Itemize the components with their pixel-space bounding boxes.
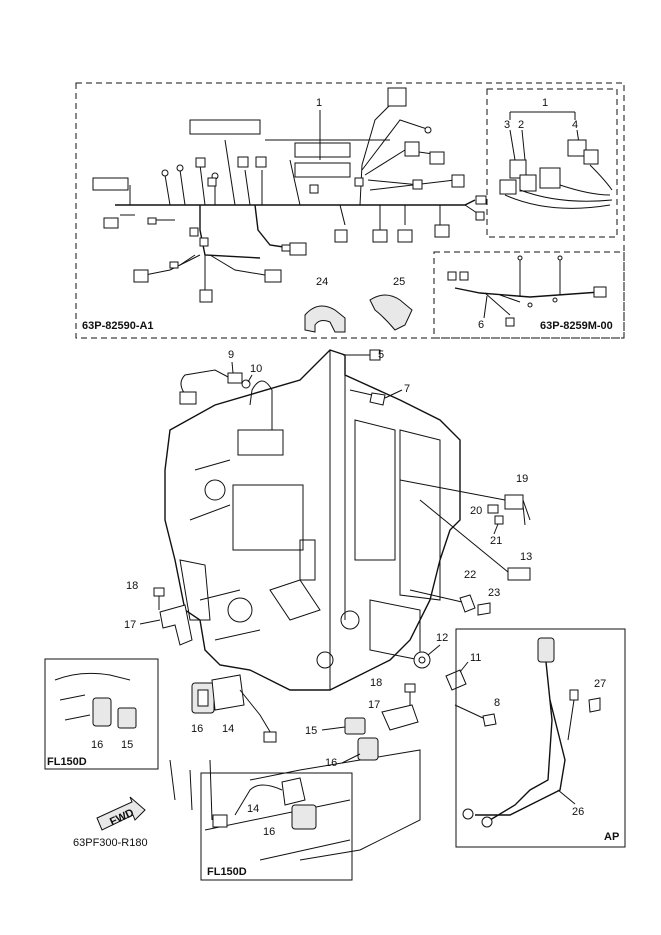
label-16c: 16	[91, 739, 103, 751]
inset-fl150d-bottom	[200, 772, 353, 881]
label-13: 13	[520, 551, 532, 563]
label-14c: 14	[247, 803, 259, 815]
grommet-16b	[357, 737, 379, 761]
coupler-14	[211, 674, 245, 711]
label-19: 19	[516, 473, 528, 485]
label-24: 24	[316, 276, 328, 288]
label-15b: 15	[121, 739, 133, 751]
clamp-24	[304, 305, 346, 333]
sub-harness-box	[433, 251, 625, 339]
inset-fl150d-bottom-tag: FL150D	[207, 866, 247, 878]
label-5: 5	[378, 349, 384, 361]
sensor-13	[507, 567, 531, 581]
svg-text:FWD: FWD	[108, 807, 136, 828]
grommet-16c	[92, 697, 112, 727]
label-8: 8	[494, 697, 500, 709]
label-3: 3	[504, 119, 510, 131]
label-23: 23	[488, 587, 500, 599]
cable-26	[489, 661, 553, 821]
label-4: 4	[572, 119, 578, 131]
label-17b: 17	[368, 699, 380, 711]
coupler-14b	[281, 777, 306, 806]
label-22: 22	[464, 569, 476, 581]
label-15: 15	[305, 725, 317, 737]
grommet-16d	[291, 804, 317, 830]
label-16d: 16	[263, 826, 275, 838]
label-25: 25	[393, 276, 405, 288]
sensor-19	[504, 494, 524, 510]
label-11: 11	[470, 652, 481, 664]
label-17: 17	[124, 619, 136, 631]
label-10: 10	[250, 363, 262, 375]
label-7: 7	[404, 383, 410, 395]
connector-inset	[499, 111, 613, 209]
bracket-17b	[381, 704, 419, 731]
label-26: 26	[572, 806, 584, 818]
inset-fl150d-left-tag: FL150D	[47, 756, 87, 768]
label-16b: 16	[325, 757, 337, 769]
figure-code: 63PF300-R180	[73, 837, 148, 849]
label-1b: 1	[542, 97, 548, 109]
clamp-25	[369, 294, 413, 331]
label-14: 14	[222, 723, 234, 735]
label-18b: 18	[370, 677, 382, 689]
harness-box	[75, 82, 625, 339]
label-9: 9	[228, 349, 234, 361]
harness-main-code: 63P-82590-A1	[82, 320, 154, 332]
bolt-18	[153, 587, 165, 597]
cover-15	[344, 717, 366, 735]
inset-fl150d-left	[44, 658, 159, 770]
label-6: 6	[478, 319, 484, 331]
label-16: 16	[191, 723, 203, 735]
cover-15b	[117, 707, 137, 729]
cable-cap	[537, 637, 555, 663]
label-20: 20	[470, 505, 482, 517]
inset-ap-tag: AP	[604, 831, 619, 843]
bracket-17	[159, 604, 193, 646]
inset-ap	[455, 628, 626, 848]
label-2: 2	[518, 119, 524, 131]
label-27: 27	[594, 678, 606, 690]
bracket-22	[459, 594, 476, 613]
fwd-arrow: FWD	[96, 796, 146, 831]
sub-harness-6	[447, 255, 607, 327]
harness-connectors	[92, 87, 487, 303]
label-21: 21	[490, 535, 502, 547]
grommet-12	[413, 651, 431, 669]
label-12: 12	[436, 632, 448, 644]
sub-harness-code: 63P-8259M-00	[540, 320, 613, 332]
label-1: 1	[316, 97, 322, 109]
engine-block	[164, 349, 461, 861]
label-18: 18	[126, 580, 138, 592]
harness-connector-box	[486, 88, 618, 238]
